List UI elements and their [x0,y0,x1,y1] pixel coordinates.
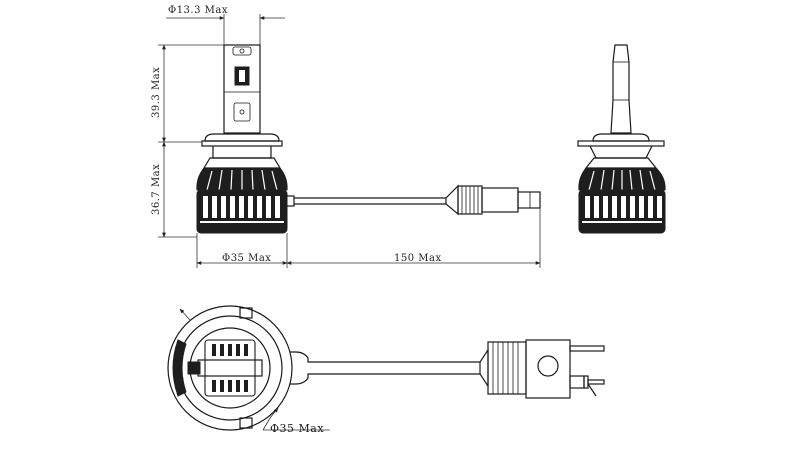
cable-length-label: 150 Max [394,253,442,264]
front-view-bulb [196,44,541,234]
top-diameter-label: Φ13.3 Max [168,5,228,16]
dimension-lines-front [158,14,541,268]
side-view-bulb [577,44,666,234]
bottom-diameter-label: Φ35 Max [270,422,324,435]
bottom-view-bulb [167,305,605,431]
upper-height-label: 39.3 Max [151,67,162,118]
base-diameter-label: Φ35 Max [222,253,271,264]
dimension-lines-bottom [179,308,330,431]
lower-height-label: 36.7 Max [151,164,162,215]
